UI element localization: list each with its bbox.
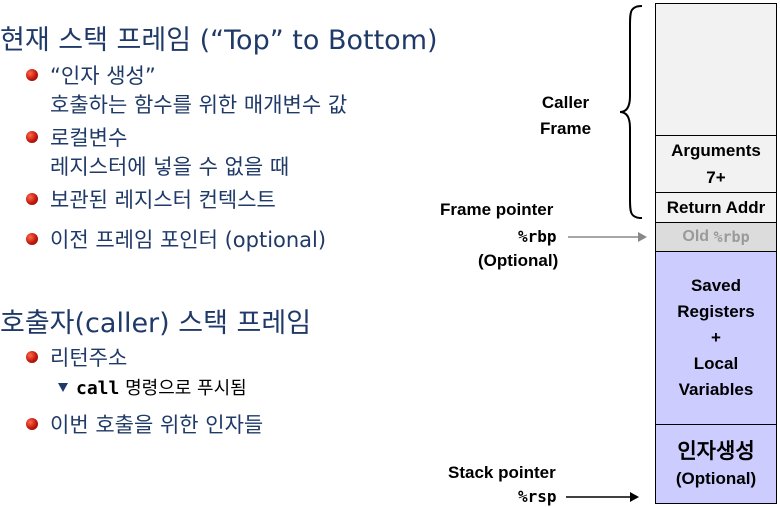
sub-item-call: call 명령으로 푸시됨 bbox=[76, 374, 247, 400]
frame-pointer-label: Frame pointer bbox=[440, 200, 554, 219]
caller-frame-brace bbox=[619, 5, 643, 219]
caller-frame-heading: 호출자(caller) 스택 프레임 bbox=[0, 308, 312, 339]
args-build-optional: (Optional) bbox=[675, 469, 757, 488]
rbp-register: %rbp bbox=[518, 227, 557, 246]
args-build-box: 인자생성 (Optional) bbox=[655, 424, 777, 504]
item-local-vars-desc: 레지스터에 넣을 수 없을 때 bbox=[50, 155, 290, 179]
frame-pointer-optional: (Optional) bbox=[478, 251, 559, 270]
rsp-arrow bbox=[566, 492, 639, 502]
caller-frame-label: Caller Frame bbox=[540, 93, 592, 138]
old-rbp-reg: %rbp bbox=[713, 228, 750, 246]
old-rbp-box: Old %rbp bbox=[655, 222, 777, 252]
arguments-box: Arguments 7+ bbox=[655, 135, 777, 193]
current-frame-heading: 현재 스택 프레임 (“Top” to Bottom) bbox=[0, 25, 438, 56]
item-saved-regs: 보관된 레지스터 컨텍스트 bbox=[50, 188, 276, 212]
return-addr-box: Return Addr bbox=[655, 192, 777, 223]
bullet-icon bbox=[26, 131, 38, 143]
bullet-icon bbox=[26, 418, 38, 430]
bullet-icon bbox=[26, 351, 38, 363]
item-prev-frame-ptr: 이전 프레임 포인터 (optional) bbox=[50, 228, 327, 252]
rsp-register: %rsp bbox=[518, 487, 557, 506]
call-desc: 명령으로 푸시됨 bbox=[119, 378, 247, 399]
item-return-addr: 리턴주소 bbox=[50, 346, 128, 370]
arrow-down-icon bbox=[58, 383, 68, 392]
rbp-arrow bbox=[568, 232, 647, 242]
call-code: call bbox=[76, 378, 120, 399]
bullet-icon bbox=[26, 69, 38, 81]
item-local-vars: 로컬변수 bbox=[50, 126, 128, 150]
item-args-build: “인자 생성” bbox=[50, 64, 156, 88]
args-build-label: 인자생성 bbox=[677, 440, 755, 463]
caller-frame-box bbox=[655, 3, 777, 136]
saved-registers-box: Saved Registers + Local Variables bbox=[655, 251, 777, 425]
stack-pointer-label: Stack pointer bbox=[448, 463, 556, 482]
old-rbp-text: Old bbox=[682, 228, 714, 245]
item-call-args: 이번 호출을 위한 인자들 bbox=[50, 413, 264, 437]
bullet-icon bbox=[26, 193, 38, 205]
item-args-build-desc: 호출하는 함수를 위한 매개변수 값 bbox=[50, 93, 348, 117]
bullet-icon bbox=[26, 233, 38, 245]
